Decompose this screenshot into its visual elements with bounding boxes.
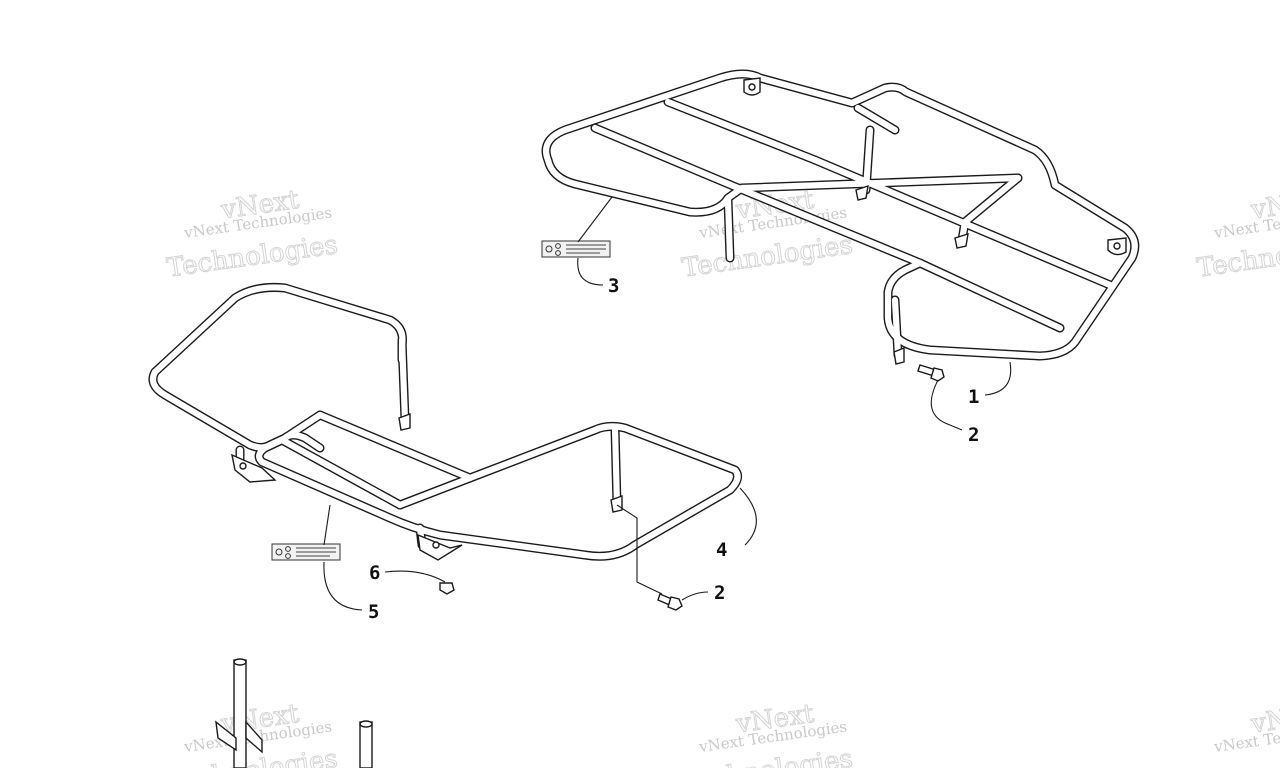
support-posts: [215, 658, 373, 768]
warning-label-front: [271, 543, 341, 561]
mount-bracket-icon: [417, 533, 463, 561]
callout-nut: 6: [369, 562, 380, 584]
watermark-text: vNext: [1248, 185, 1280, 226]
warning-label-rear: [541, 240, 611, 258]
callout-cap-screw-rear: 2: [968, 424, 979, 446]
callout-warning-label-rear: 3: [608, 275, 619, 297]
watermarks: vNext Technologies vNext Technologies vN…: [165, 184, 1280, 768]
watermark-text: vNext: [1248, 699, 1280, 740]
callout-rear-rack: 1: [968, 386, 979, 408]
front-rack: [148, 283, 743, 561]
cap-screw-rear-icon: [917, 364, 945, 382]
callout-cap-screw-front: 2: [714, 582, 725, 604]
callout-front-rack: 4: [716, 539, 727, 561]
leader-lines: [323, 196, 1012, 611]
rear-rack: [541, 69, 1140, 365]
mount-bracket-icon: [231, 453, 277, 483]
callout-warning-label-front: 5: [368, 601, 379, 623]
callout-numbers: 1 2 3 4 5 6 2: [368, 275, 979, 623]
cap-screw-front-icon: [657, 593, 683, 611]
nut-icon: [439, 582, 455, 595]
